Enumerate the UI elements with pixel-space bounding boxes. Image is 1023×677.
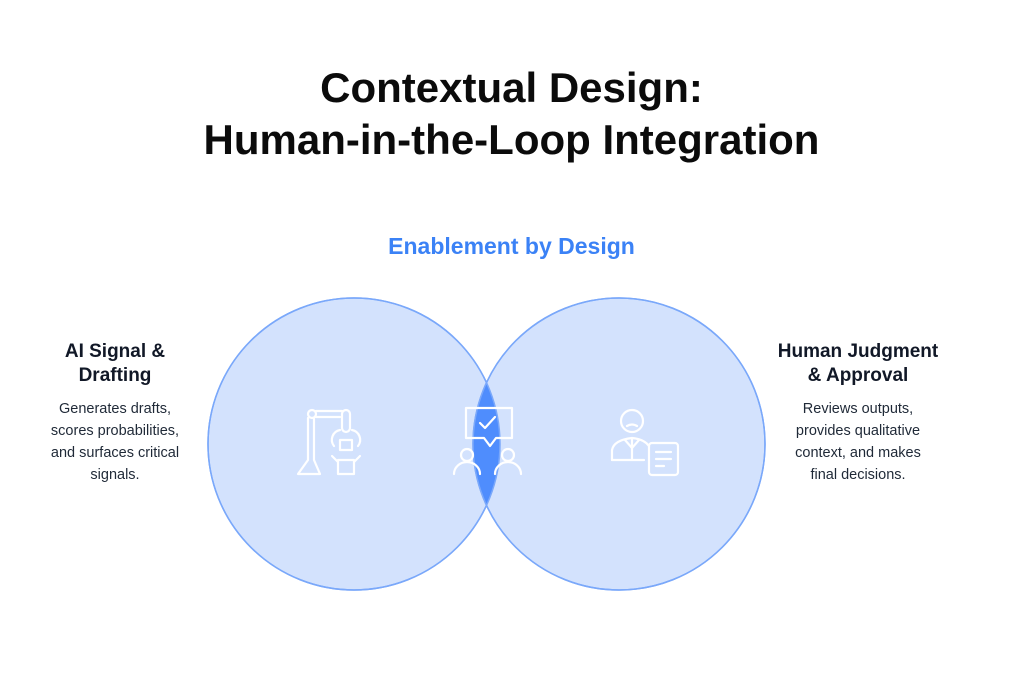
title-line-1: Contextual Design: — [320, 64, 703, 111]
right-set-description: Human Judgment& Approval Reviews outputs… — [763, 340, 953, 486]
right-heading: Human Judgment& Approval — [777, 341, 939, 386]
robot-arm-icon — [296, 408, 362, 476]
title-line-2: Human-in-the-Loop Integration — [203, 116, 820, 163]
page-title: Contextual Design: Human-in-the-Loop Int… — [0, 62, 1023, 166]
left-circle — [207, 297, 501, 591]
intersection-label: Enablement by Design — [388, 233, 635, 259]
right-circle — [472, 297, 766, 591]
people-approval-chat-icon — [452, 406, 523, 476]
person-document-icon — [610, 408, 680, 477]
left-set-description: AI Signal &Drafting Generates drafts,sco… — [20, 340, 210, 486]
left-description: Generates drafts,scores probabilities,an… — [50, 401, 180, 483]
left-heading: AI Signal &Drafting — [64, 341, 166, 386]
